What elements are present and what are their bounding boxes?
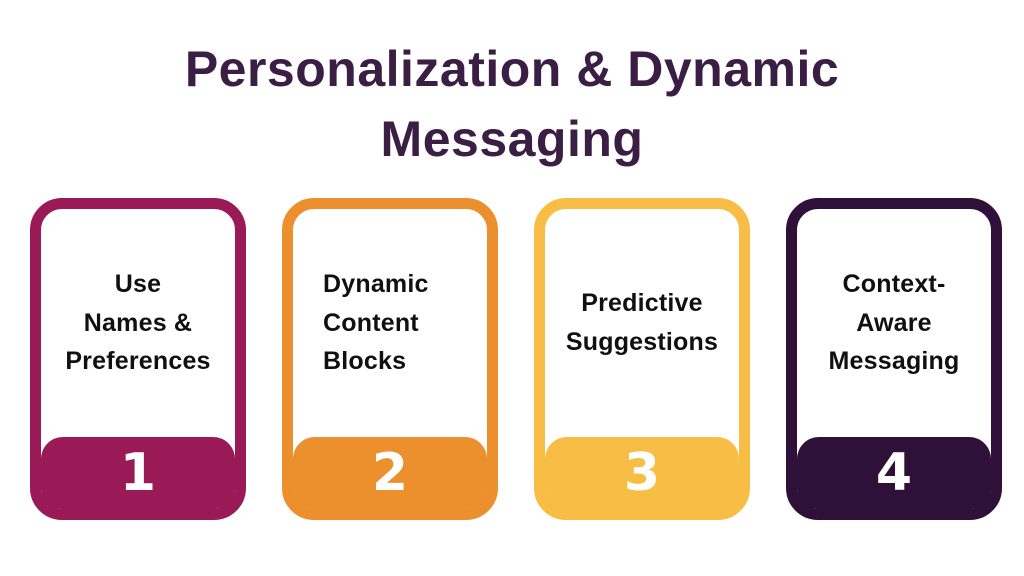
card-label: Dynamic Content Blocks bbox=[323, 269, 429, 376]
card-number-badge: 2 bbox=[293, 437, 487, 509]
card-number: 4 bbox=[875, 443, 913, 503]
card-body: Use Names & Preferences bbox=[41, 209, 235, 437]
card-use-names-preferences: Use Names & Preferences 1 bbox=[30, 198, 246, 520]
card-number: 2 bbox=[371, 443, 409, 503]
card-body: Dynamic Content Blocks bbox=[293, 209, 487, 437]
card-number-badge: 3 bbox=[545, 437, 739, 509]
infographic-title: Personalization & Dynamic Messaging bbox=[184, 41, 840, 167]
cards-row: Use Names & Preferences 1 Dynamic Conten… bbox=[30, 198, 1002, 520]
card-number: 3 bbox=[623, 443, 661, 503]
card-number-badge: 4 bbox=[797, 437, 991, 509]
card-number-badge: 1 bbox=[41, 437, 235, 509]
card-label: Context- Aware Messaging bbox=[828, 269, 960, 376]
card-body: Context- Aware Messaging bbox=[797, 209, 991, 437]
card-body: Predictive Suggestions bbox=[545, 209, 739, 437]
card-label: Predictive Suggestions bbox=[565, 289, 719, 356]
card-predictive-suggestions: Predictive Suggestions 3 bbox=[534, 198, 750, 520]
card-dynamic-content-blocks: Dynamic Content Blocks 2 bbox=[282, 198, 498, 520]
card-context-aware-messaging: Context- Aware Messaging 4 bbox=[786, 198, 1002, 520]
card-number: 1 bbox=[119, 443, 157, 503]
card-label: Use Names & Preferences bbox=[65, 269, 211, 376]
